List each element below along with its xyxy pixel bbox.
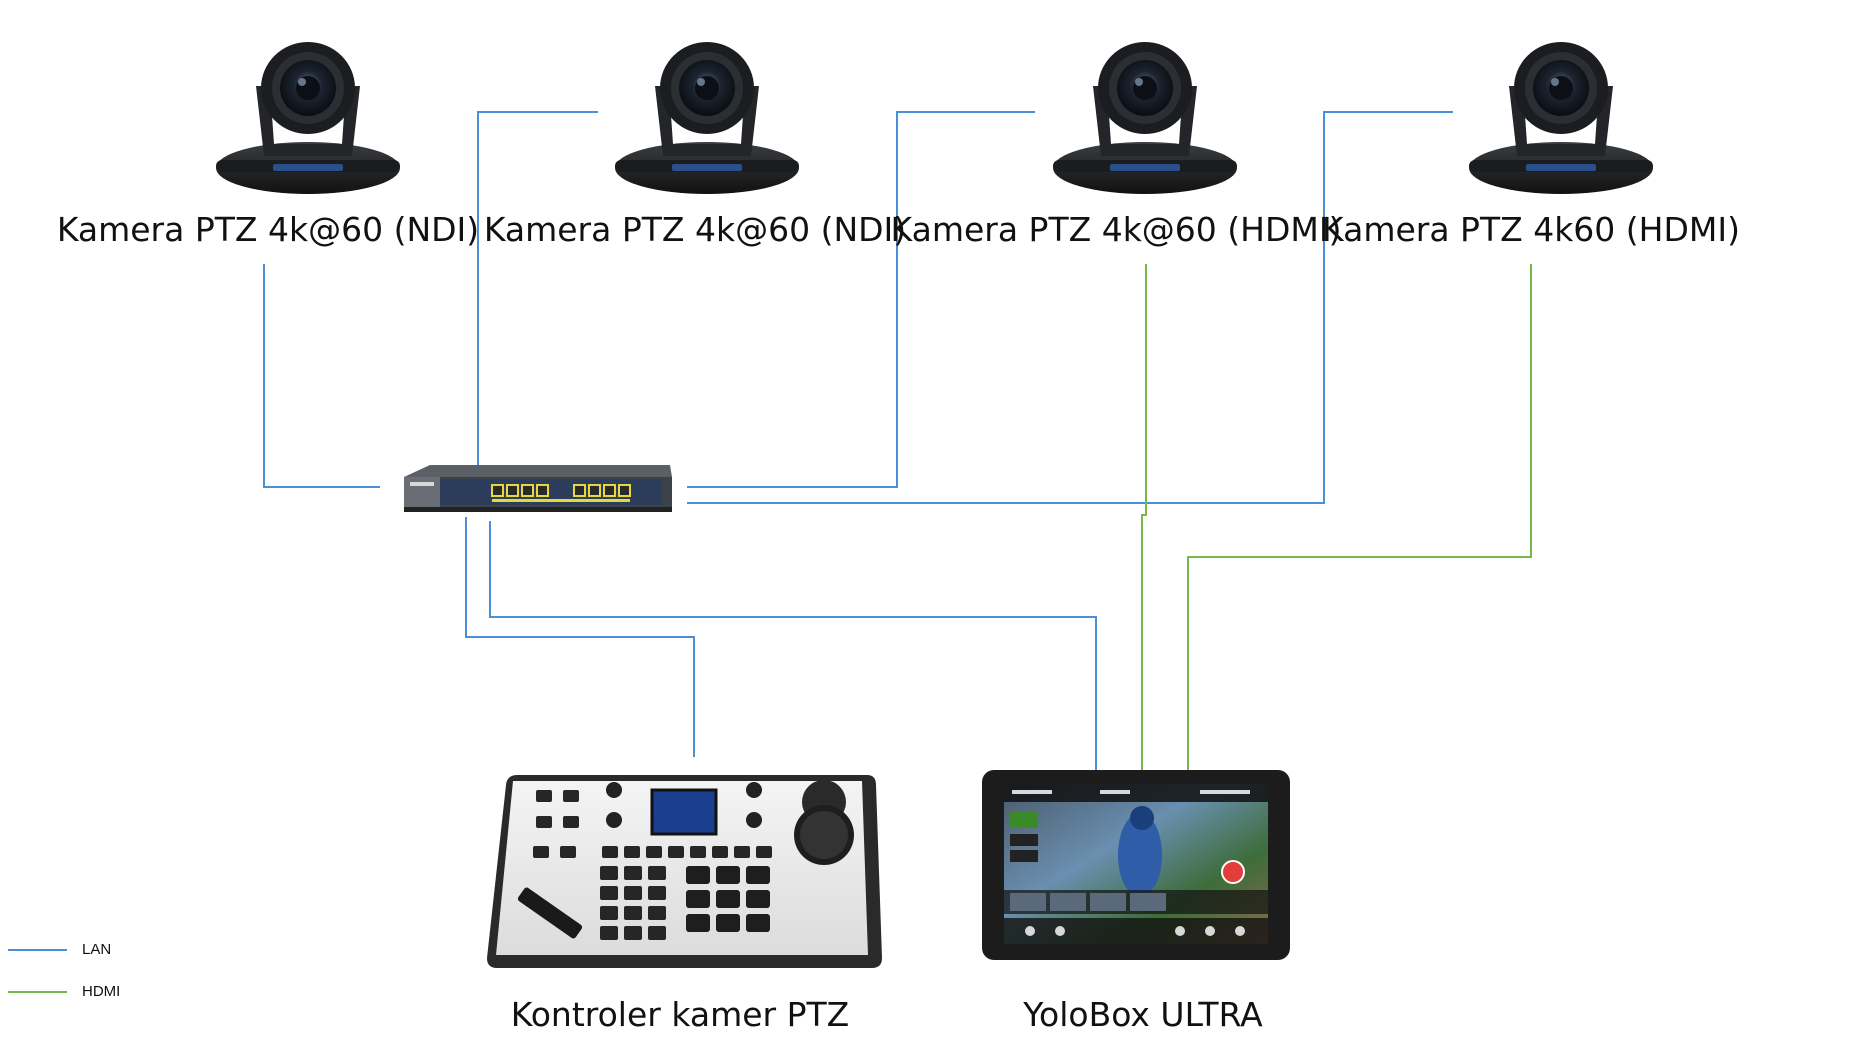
camera-2: [615, 42, 799, 194]
camera-1-label: Kamera PTZ 4k@60 (NDI): [56, 210, 480, 249]
legend-lan-label: LAN: [82, 941, 112, 958]
hdmi-line-camera-4: [1187, 264, 1532, 770]
lan-line-camera-1: [263, 264, 380, 488]
legend-hdmi-label: HDMI: [82, 983, 121, 1000]
yolobox-icon: [982, 770, 1290, 960]
ptz-camera-icon: [216, 42, 400, 194]
lan-line-camera-3: [687, 111, 1035, 488]
legend: [8, 949, 67, 993]
hdmi-connections: [1141, 264, 1532, 770]
network-switch-icon: [404, 465, 672, 512]
camera-1: [216, 42, 400, 194]
ptz-camera-icon: [1469, 42, 1653, 194]
ptz-camera-icon: [615, 42, 799, 194]
ptz-controller-icon: [487, 775, 882, 968]
lan-connections: [263, 111, 1453, 770]
camera-3-label: Kamera PTZ 4k@60 (HDMI): [890, 210, 1342, 249]
lan-line-yolobox: [489, 521, 1097, 770]
camera-4: [1469, 42, 1653, 194]
camera-2-label: Kamera PTZ 4k@60 (NDI): [483, 210, 907, 249]
lan-line-controller: [465, 517, 695, 757]
yolobox-label: YoloBox ULTRA: [1023, 995, 1263, 1034]
lan-line-camera-2: [477, 111, 598, 465]
camera-4-label: Kamera PTZ 4k60 (HDMI): [1322, 210, 1740, 249]
camera-3: [1053, 42, 1237, 194]
lan-line-camera-4: [687, 111, 1453, 504]
hdmi-line-camera-3: [1141, 264, 1147, 770]
ptz-camera-icon: [1053, 42, 1237, 194]
controller-label: Kontroler kamer PTZ: [510, 995, 850, 1034]
